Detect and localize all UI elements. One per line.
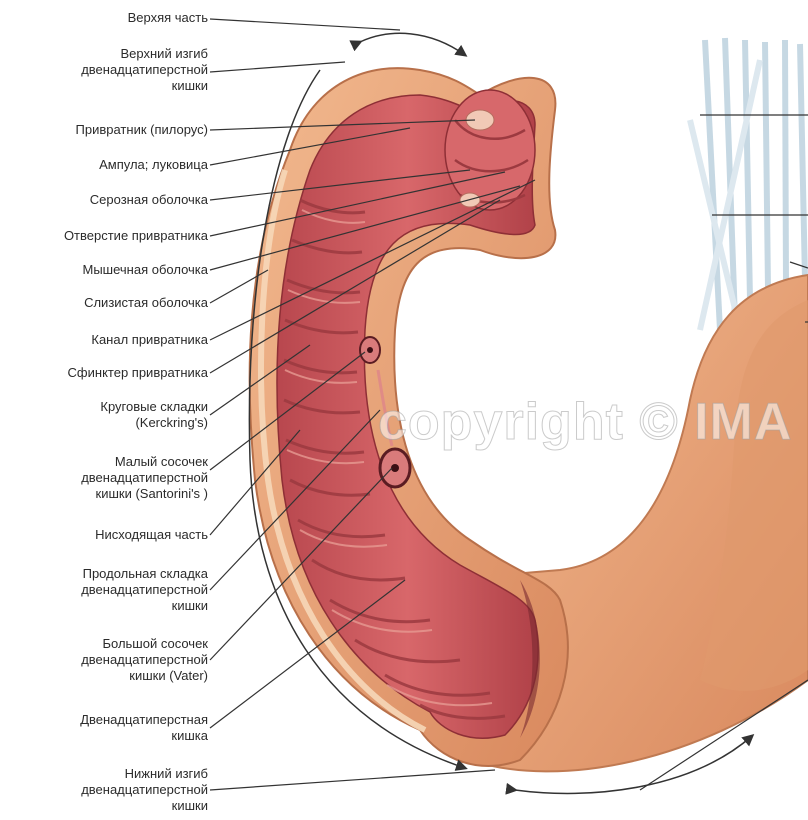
label-minor-papilla: Малый сосочек двенадцатиперстной кишки (… — [81, 454, 208, 502]
minor-papilla-mark — [360, 337, 380, 363]
label-circular-folds: Круговые складки (Kerckring's) — [100, 399, 208, 431]
watermark: copyright © IMA — [378, 392, 792, 452]
label-pyloric-sphincter: Сфинктер привратника — [68, 365, 208, 381]
label-duodenum: Двенадцатиперстная кишка — [80, 712, 208, 744]
label-upper-flexure: Верхний изгиб двенадцатиперстной кишки — [81, 46, 208, 94]
label-descending-part: Нисходящая часть — [95, 527, 208, 543]
label-muscular-layer: Мышечная оболочка — [82, 262, 208, 278]
label-pyloric-orifice: Отверстие привратника — [64, 228, 208, 244]
label-pylorus: Привратник (пилорус) — [76, 122, 208, 138]
label-ampulla: Ампула; луковица — [99, 157, 208, 173]
label-longitudinal-fold: Продольная складка двенадцатиперстной ки… — [81, 566, 208, 614]
label-pyloric-canal: Канал привратника — [91, 332, 208, 348]
label-upper-part: Верхяя часть — [128, 10, 208, 26]
label-mucosa: Слизистая оболочка — [84, 295, 208, 311]
label-lower-flexure: Нижний изгиб двенадцатиперстной кишки — [81, 766, 208, 814]
pylorus-bulb — [445, 90, 535, 210]
major-papilla-mark — [380, 449, 410, 487]
label-serosa: Серозная оболочка — [90, 192, 208, 208]
label-major-papilla: Большой сосочек двенадцатиперстной кишки… — [81, 636, 208, 684]
